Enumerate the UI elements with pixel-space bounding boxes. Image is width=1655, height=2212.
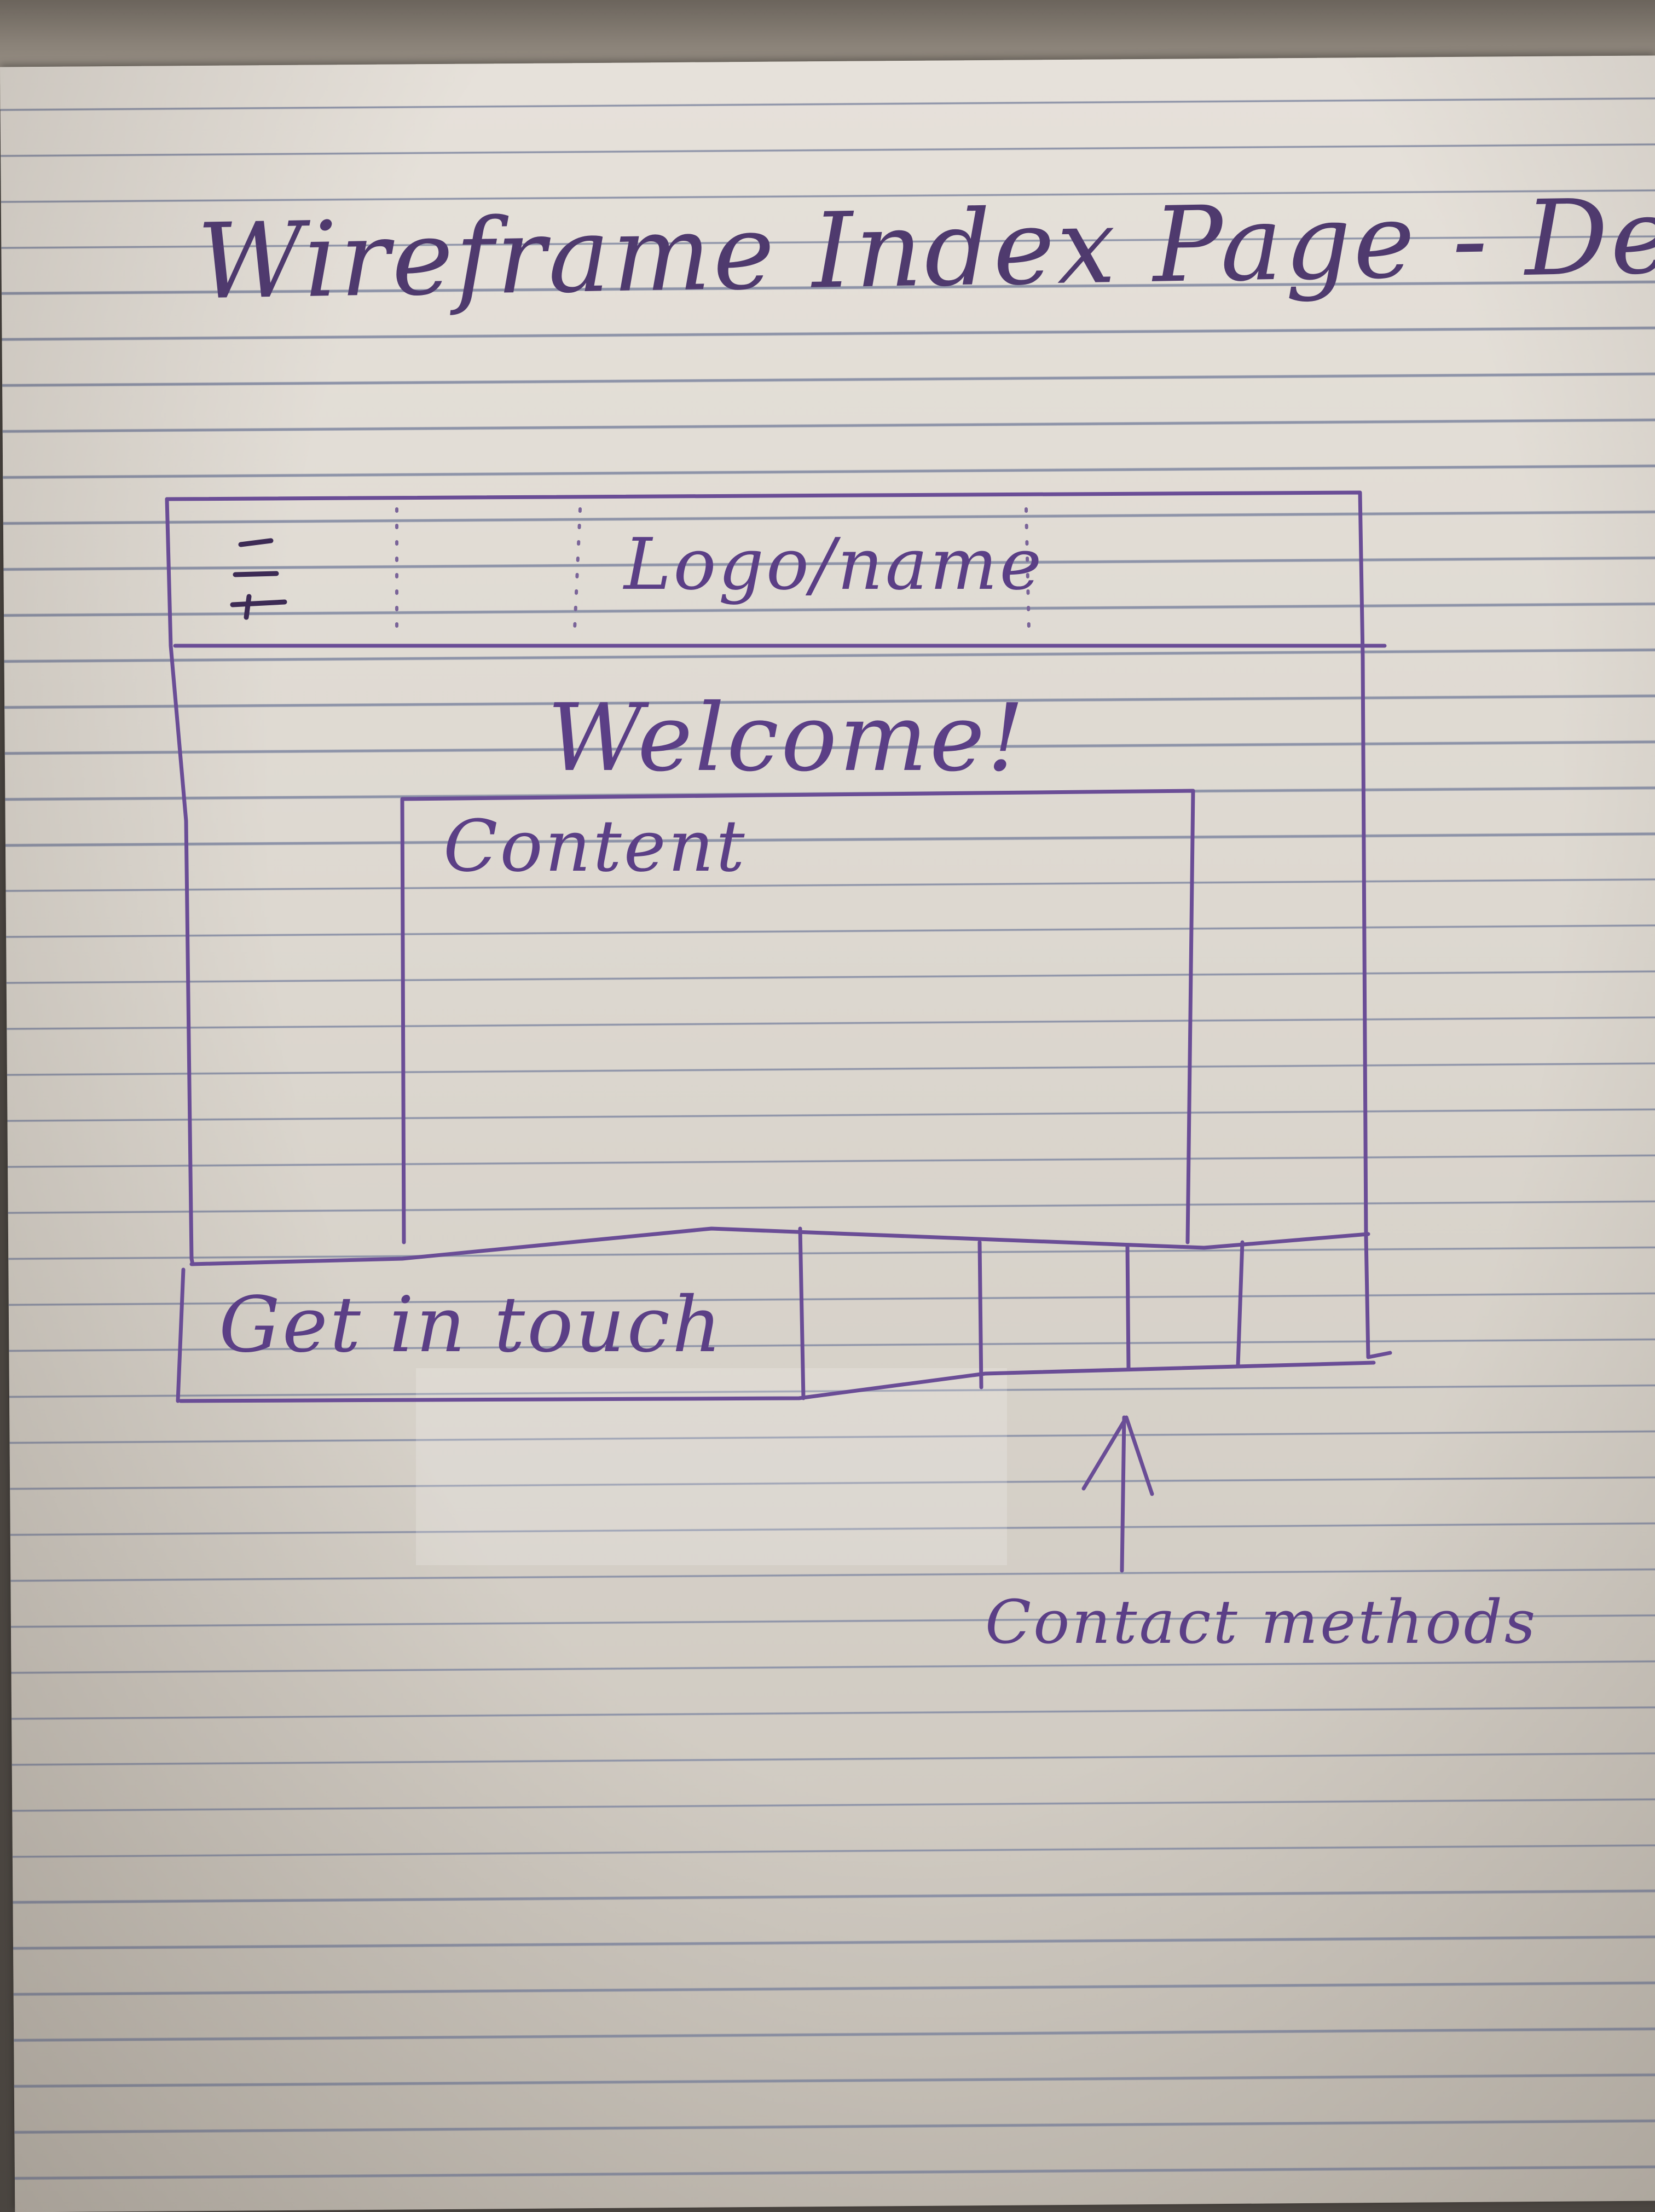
footer-left-edge: [176, 1267, 186, 1403]
footer-bottom: [178, 1360, 1376, 1403]
header-divider-dotted-2: [573, 507, 582, 631]
contact-methods-annotation: Contact methods: [985, 1587, 1538, 1657]
contact-cell-divider-2: [977, 1240, 983, 1389]
logo-name[interactable]: Logo/name: [624, 523, 1044, 606]
arrow-up-icon: [1081, 1415, 1154, 1573]
content-label: Content: [443, 804, 747, 888]
welcome-heading: Welcome!: [547, 684, 1027, 792]
outer-frame-left: [165, 497, 195, 1266]
get-in-touch-label: Get in touch: [219, 1281, 724, 1370]
contact-cell-divider-3: [1125, 1243, 1131, 1370]
hamburger-menu-icon: [230, 538, 287, 620]
contact-cell-divider-4: [1236, 1240, 1245, 1368]
footer-divider: [189, 1226, 1370, 1266]
content-box: [400, 789, 1195, 1244]
outer-frame: [165, 490, 1392, 1359]
header-divider-dotted-3: [1025, 507, 1031, 631]
contact-cell-divider-1: [798, 1226, 806, 1400]
